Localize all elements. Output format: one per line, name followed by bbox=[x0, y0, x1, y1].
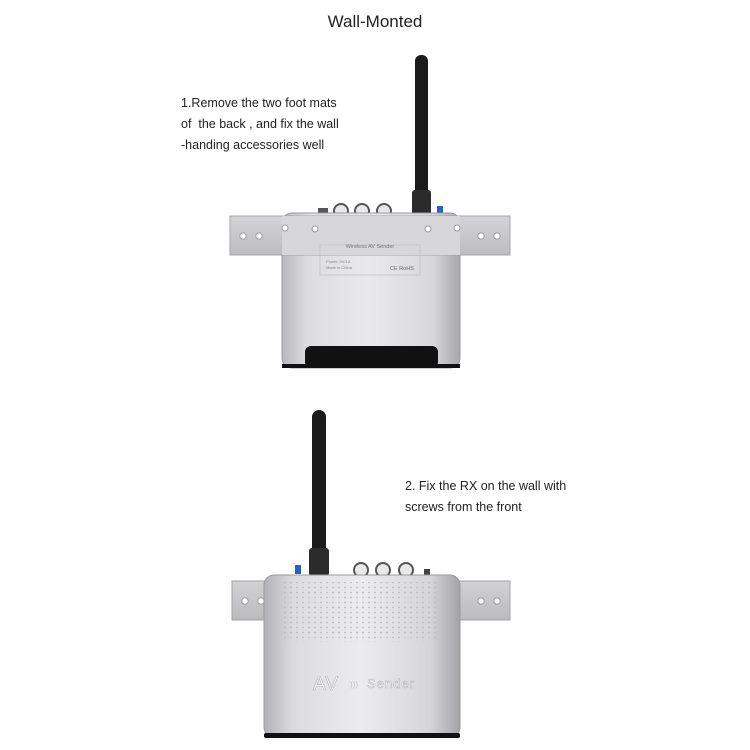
step1-line1: 1.Remove the two foot mats bbox=[181, 96, 337, 110]
device-label: Wireless AV Sender bbox=[346, 244, 395, 250]
brand-logo: AV bbox=[313, 674, 339, 695]
label-small-text-2: Made in China bbox=[326, 265, 353, 270]
label-small-text-1: Power: 5V/1A bbox=[326, 259, 351, 264]
step2-line2: screws from the front bbox=[405, 500, 522, 514]
wireless-signal-icon: ))) bbox=[350, 680, 358, 689]
page-title: Wall-Monted bbox=[327, 12, 423, 31]
step2-line1: 2. Fix the RX on the wall with bbox=[405, 479, 567, 493]
foot-mat-slot bbox=[305, 346, 438, 368]
step1-instructions: 1.Remove the two foot mats of the back ,… bbox=[181, 93, 339, 156]
speaker-grille bbox=[284, 582, 440, 642]
antenna-icon bbox=[309, 410, 329, 576]
screw-hole-icon bbox=[241, 597, 501, 605]
brand-logo-suffix: Sender bbox=[367, 676, 415, 691]
back-view-device-image: Wireless AV Sender Power: 5V/1A Made in … bbox=[229, 55, 511, 369]
connector-ports-icon bbox=[295, 562, 430, 578]
screw-hole-icon bbox=[239, 224, 501, 240]
certification-marks: CE RoHS bbox=[390, 266, 414, 272]
step1-line2: of the back , and fix the wall bbox=[181, 117, 339, 131]
step2-instructions: 2. Fix the RX on the wall with screws fr… bbox=[405, 476, 566, 518]
antenna-icon bbox=[412, 55, 431, 218]
front-view-device-image: AV ))) Sender bbox=[231, 410, 511, 738]
step1-line3: -handing accessories well bbox=[181, 138, 325, 152]
